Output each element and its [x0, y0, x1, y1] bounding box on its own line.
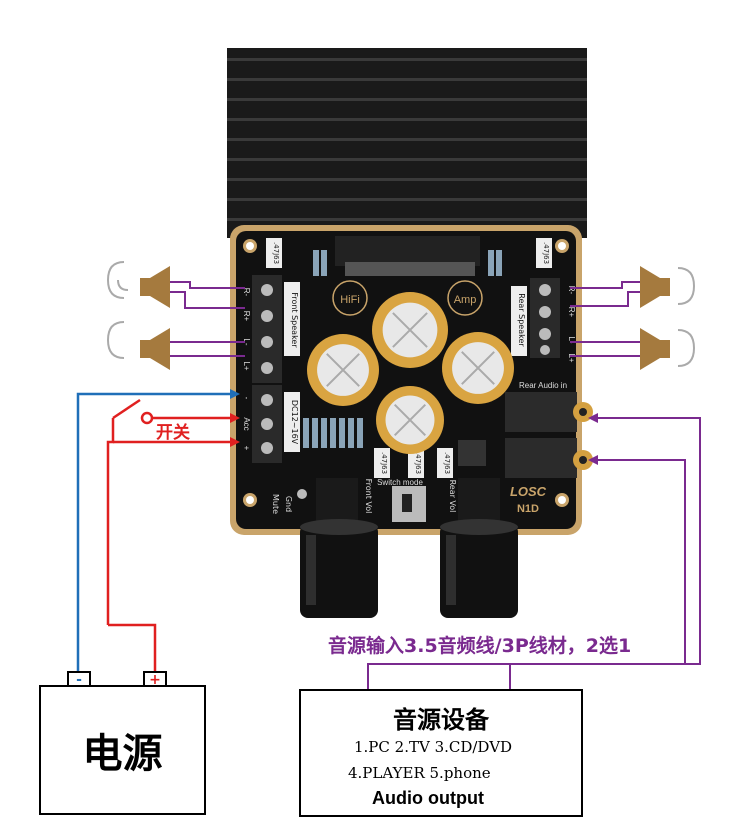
gnd-label: Gnd: [284, 496, 293, 512]
pin-l-minus-right: L-: [567, 336, 576, 343]
audio-input-wires: [367, 413, 701, 690]
model-label: N1D: [517, 503, 539, 515]
pin-acc: Acc: [242, 417, 251, 430]
front-vol-label: Front Vol: [364, 479, 373, 514]
source-device-line-3: Audio output: [372, 788, 484, 808]
pin-r-plus-left: R+: [242, 311, 251, 322]
power-label: 电源: [82, 731, 163, 777]
power-wires: [76, 389, 240, 672]
switch-mode-label: Switch mode: [377, 478, 423, 487]
pin-l-plus-left: L+: [242, 361, 251, 370]
source-device-title: 音源设备: [393, 706, 489, 734]
dc-input-label: DC12~16V: [290, 400, 299, 445]
speaker-wires: [170, 281, 640, 357]
speaker-icon: [640, 266, 696, 308]
speaker-icon: [106, 261, 170, 308]
source-device-line-1: 1.PC 2.TV 3.CD/DVD: [354, 738, 513, 756]
cap-label-1: .47J63: [380, 452, 388, 474]
switch-label: 开关: [156, 423, 190, 443]
pin-l-plus-right: L+: [567, 353, 576, 362]
rear-vol-label: Rear Vol: [448, 480, 457, 513]
chip-label-right: .47J63: [542, 242, 550, 264]
pin-l-minus-left: L-: [242, 338, 251, 345]
positive-terminal-label: +: [149, 672, 161, 688]
power-supply: - +: [39, 671, 206, 815]
pin-minus: -: [242, 397, 251, 400]
pin-r-minus-left: R-: [242, 288, 251, 297]
heatsink: [227, 48, 587, 238]
cap-label-2: .47J63: [414, 452, 422, 474]
mute-label: Mute: [271, 494, 280, 514]
chip-label-left: .47J63: [272, 242, 280, 264]
rear-speaker-label: Rear Speaker: [517, 293, 526, 347]
source-device-line-2: 4.PLAYER 5.phone: [348, 764, 491, 782]
rear-audio-in-label: Rear Audio in: [519, 381, 567, 390]
brand-logo: LOSC: [510, 484, 547, 499]
hifi-label: HiFi: [340, 294, 360, 306]
source-device-box: [299, 689, 583, 817]
audio-input-caption: 音源输入3.5音频线/3P线材，2选1: [328, 635, 632, 657]
negative-terminal-label: -: [76, 672, 82, 688]
speaker-icon: [106, 321, 170, 370]
amplifier-board: HiFi Amp .47J63 .47J63 Front Speaker DC1…: [230, 225, 593, 618]
pin-r-plus-right: R+: [567, 307, 576, 318]
cap-label-3: .47J63: [443, 452, 451, 474]
front-speaker-label: Front Speaker: [290, 292, 299, 348]
pin-r-minus-right: R-: [567, 286, 576, 295]
pin-plus: +: [242, 446, 251, 451]
speaker-icon: [640, 328, 696, 370]
amp-label: Amp: [454, 294, 477, 306]
